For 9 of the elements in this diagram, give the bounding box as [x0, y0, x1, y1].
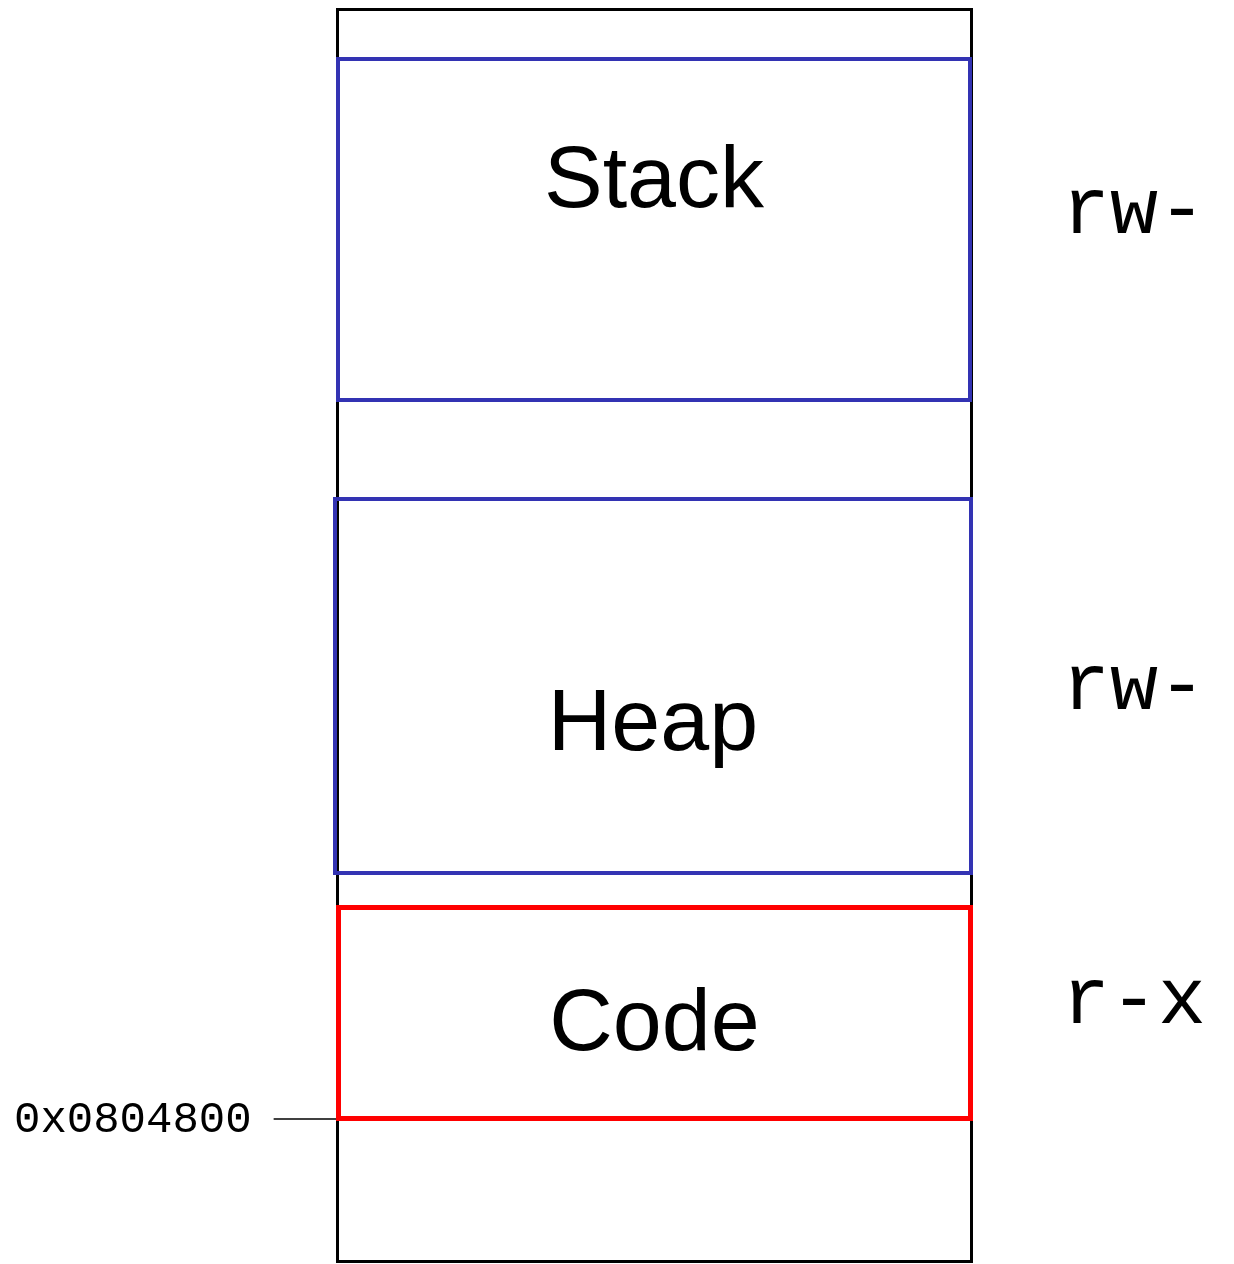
memory-segment: Heap — [333, 497, 973, 875]
leader-line — [272, 1118, 337, 1120]
memory-segment: Code — [336, 905, 973, 1121]
memory-segment: Stack — [336, 57, 972, 402]
address-label: 0x0804800 — [14, 1096, 252, 1144]
permission-label: rw- — [1062, 648, 1207, 728]
memory-column — [336, 8, 973, 1263]
permission-label: rw- — [1062, 172, 1207, 252]
permission-label: r-x — [1062, 962, 1207, 1042]
